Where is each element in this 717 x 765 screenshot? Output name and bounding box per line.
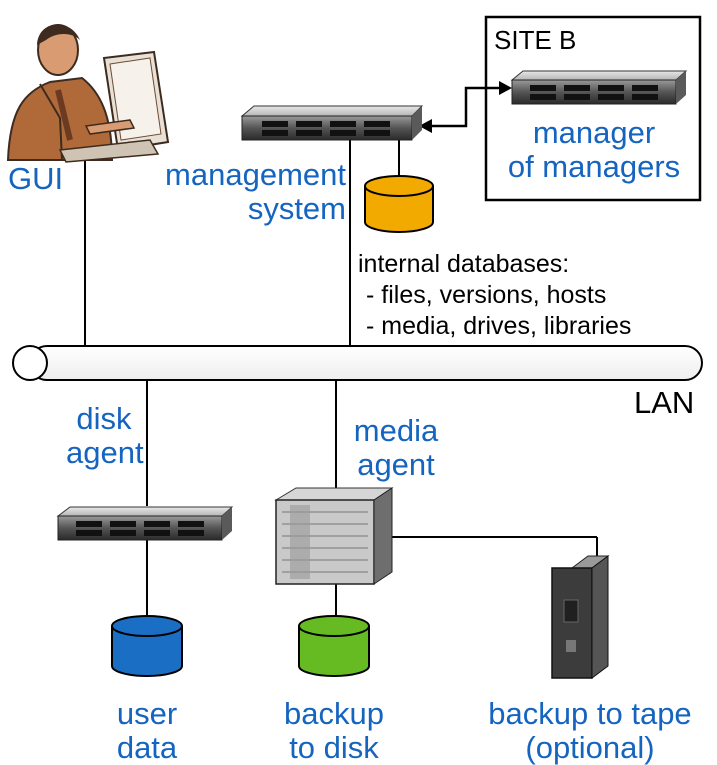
- media-agent-server-icon: [274, 487, 394, 585]
- lan-label: LAN: [634, 385, 695, 420]
- site-b-title: SITE B: [494, 25, 577, 55]
- internal-databases-text: internal databases: - files, versions, h…: [358, 249, 631, 342]
- site-link-arrow: [419, 81, 512, 133]
- user-data-label: user data: [97, 697, 197, 765]
- management-system-line2: system: [247, 191, 346, 226]
- user-data-line1: user: [116, 696, 178, 731]
- backup-to-disk-label: backup to disk: [264, 697, 404, 765]
- media-agent-line1: media: [353, 413, 439, 448]
- manager-of-managers-line1: manager: [532, 115, 656, 150]
- backup-to-tape-line2: (optional): [525, 730, 655, 765]
- disk-agent-server-icon: [56, 506, 234, 541]
- internal-databases-item: - media, drives, libraries: [366, 312, 632, 340]
- gui-label: GUI: [8, 161, 64, 196]
- media-agent-line2: agent: [357, 447, 435, 482]
- backup-to-tape-label: backup to tape (optional): [465, 697, 715, 765]
- site-b-server-icon: [510, 70, 688, 105]
- manager-of-managers-line2: of managers: [507, 149, 681, 184]
- tape-library-icon: [551, 555, 610, 679]
- backup-to-disk-line2: to disk: [289, 730, 379, 765]
- user-data-database-icon: [111, 615, 183, 677]
- management-system-label: management system: [128, 158, 346, 226]
- user-workstation-icon: [6, 24, 170, 163]
- connection-lines: [84, 140, 598, 616]
- disk-agent-line2: agent: [66, 435, 144, 470]
- backup-to-tape-line1: backup to tape: [488, 696, 692, 731]
- manager-of-managers-label: manager of managers: [488, 116, 700, 184]
- internal-databases-item: - files, versions, hosts: [366, 281, 607, 309]
- lan-bus: [12, 345, 703, 381]
- backup-disk-database-icon: [298, 615, 370, 677]
- user-data-line2: data: [116, 730, 178, 765]
- site-b-box: [484, 15, 702, 202]
- disk-agent-line1: disk: [76, 401, 132, 436]
- internal-database-icon: [364, 175, 434, 233]
- disk-agent-label: disk agent: [66, 401, 144, 470]
- backup-to-disk-line1: backup: [284, 696, 384, 731]
- media-agent-label: media agent: [344, 414, 448, 482]
- management-system-line1: management: [165, 157, 346, 192]
- internal-databases-title: internal databases:: [358, 250, 570, 278]
- management-server-icon: [240, 105, 424, 141]
